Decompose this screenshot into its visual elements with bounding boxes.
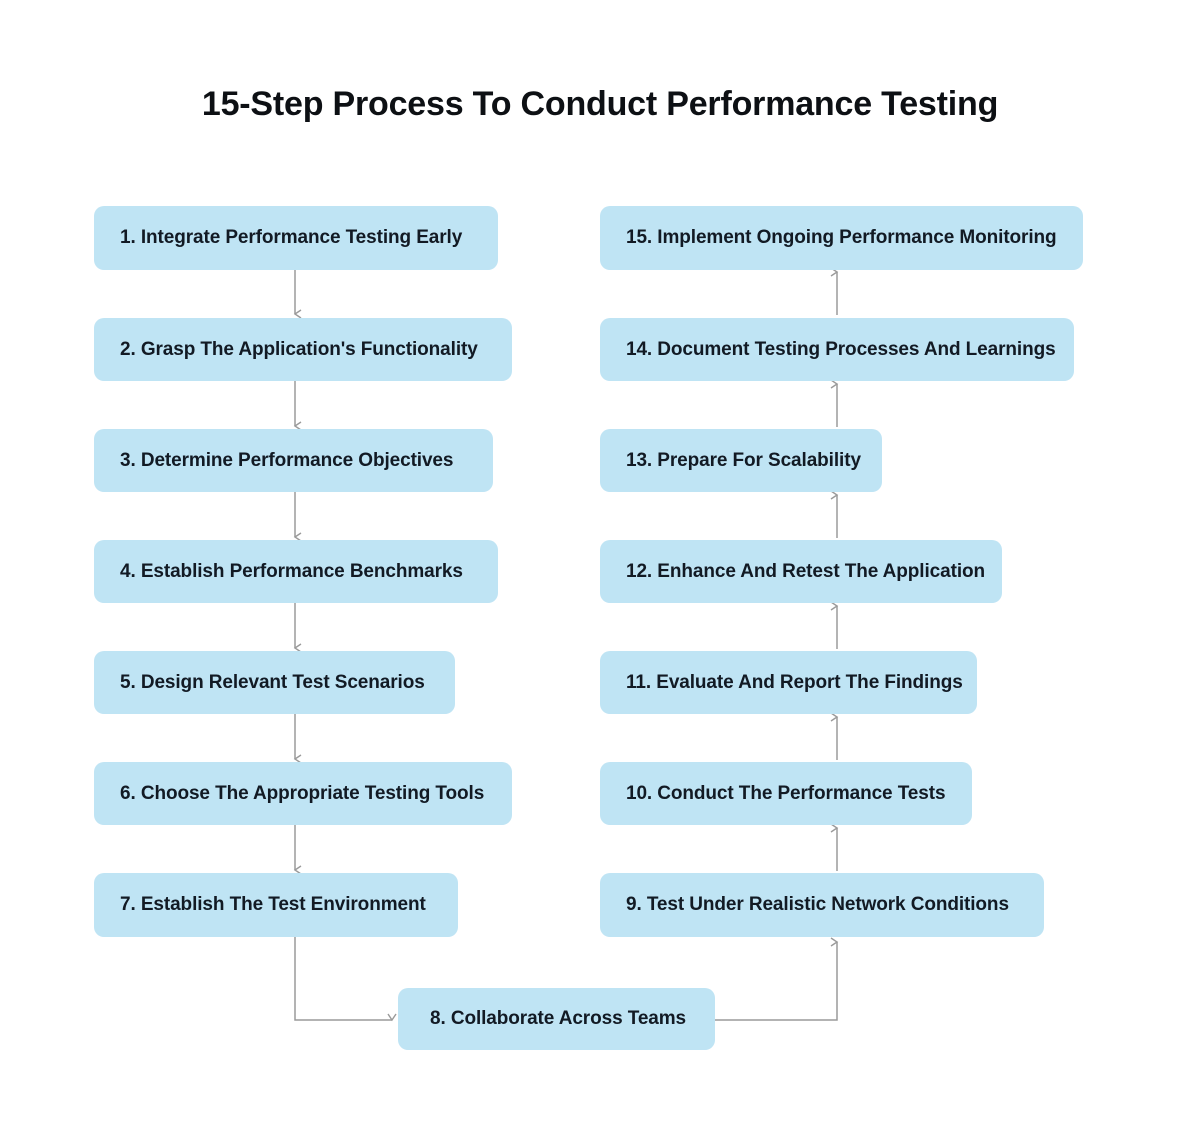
- step-label-11: 11. Evaluate And Report The Findings: [626, 671, 963, 693]
- step-box-13[interactable]: 13. Prepare For Scalability: [600, 429, 882, 492]
- step-label-3: 3. Determine Performance Objectives: [120, 449, 454, 471]
- step-label-15: 15. Implement Ongoing Performance Monito…: [626, 227, 1057, 248]
- step-box-3[interactable]: 3. Determine Performance Objectives: [94, 429, 493, 492]
- connector-8-to-9: [715, 937, 839, 1021]
- step-label-12: 12. Enhance And Retest The Application: [626, 560, 986, 582]
- step-box-11[interactable]: 11. Evaluate And Report The Findings: [600, 651, 977, 714]
- step-box-15[interactable]: 15. Implement Ongoing Performance Monito…: [600, 206, 1083, 270]
- step-label-4: 4. Establish Performance Benchmarks: [120, 560, 463, 582]
- step-box-10[interactable]: 10. Conduct The Performance Tests: [600, 762, 972, 825]
- step-label-9: 9. Test Under Realistic Network Conditio…: [626, 894, 1009, 915]
- step-label-13: 13. Prepare For Scalability: [626, 449, 861, 471]
- step-label-1: 1. Integrate Performance Testing Early: [120, 227, 463, 248]
- page-title: 15-Step Process To Conduct Performance T…: [201, 85, 999, 123]
- step-label-7: 7. Establish The Test Environment: [120, 894, 426, 915]
- step-box-8[interactable]: 8. Collaborate Across Teams: [398, 988, 715, 1050]
- step-label-2: 2. Grasp The Application's Functionality: [120, 338, 478, 360]
- step-box-2[interactable]: 2. Grasp The Application's Functionality: [94, 318, 512, 381]
- step-label-14: 14. Document Testing Processes And Learn…: [626, 338, 1056, 360]
- step-label-10: 10. Conduct The Performance Tests: [626, 782, 946, 804]
- connector-7-to-8: [294, 937, 397, 1022]
- step-box-6[interactable]: 6. Choose The Appropriate Testing Tools: [94, 762, 512, 825]
- step-box-1[interactable]: 1. Integrate Performance Testing Early: [94, 206, 498, 270]
- step-box-5[interactable]: 5. Design Relevant Test Scenarios: [94, 651, 455, 714]
- step-label-5: 5. Design Relevant Test Scenarios: [120, 671, 425, 693]
- step-box-4[interactable]: 4. Establish Performance Benchmarks: [94, 540, 498, 603]
- step-label-6: 6. Choose The Appropriate Testing Tools: [120, 782, 485, 804]
- step-box-9[interactable]: 9. Test Under Realistic Network Conditio…: [600, 873, 1044, 937]
- step-box-14[interactable]: 14. Document Testing Processes And Learn…: [600, 318, 1074, 381]
- step-box-7[interactable]: 7. Establish The Test Environment: [94, 873, 458, 937]
- step-box-12[interactable]: 12. Enhance And Retest The Application: [600, 540, 1002, 603]
- step-label-8: 8. Collaborate Across Teams: [430, 1008, 687, 1029]
